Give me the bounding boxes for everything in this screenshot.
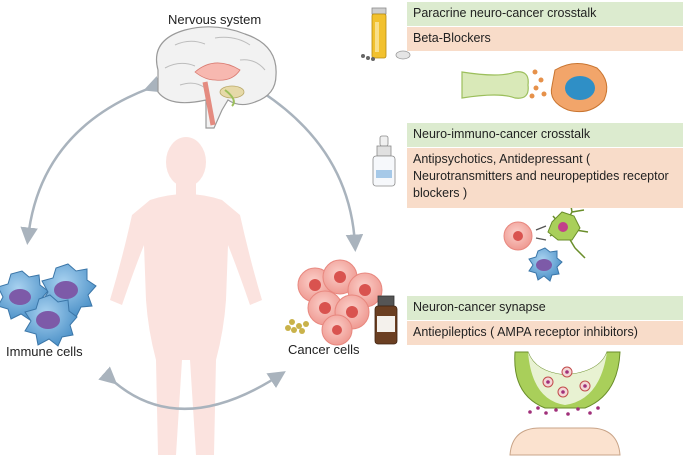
synapse-icon — [509, 351, 621, 456]
brain-icon — [156, 26, 277, 129]
mechanism-paracrine: Paracrine neuro-cancer crosstalk — [407, 2, 683, 26]
neuro-immune-immune-cell-icon — [528, 247, 563, 282]
nervous-system-label: Nervous system — [168, 12, 262, 27]
immune-cells-label: Immune cells — [6, 344, 83, 359]
mechanism-neuron-cancer-synapse: Neuron-cancer synapse — [407, 296, 683, 320]
vesicles-icon — [285, 319, 309, 334]
cancer-cells-icon — [297, 259, 383, 346]
dropper-bottle-icon — [372, 135, 396, 187]
human-silhouette-icon — [110, 137, 262, 455]
drug-beta-blockers: Beta-Blockers — [407, 27, 683, 51]
mechanism-neuro-immuno: Neuro-immuno-cancer crosstalk — [407, 123, 683, 147]
medicine-bottle-icon — [374, 295, 398, 345]
neuro-immune-cancer-cell-icon — [503, 221, 547, 251]
cancer-cells-label: Cancer cells — [288, 342, 360, 357]
drug-antipsychotics: Antipsychotics, Antidepressant ( Neurotr… — [407, 148, 683, 208]
neuron-icon — [547, 199, 589, 259]
cycle-arrows — [20, 76, 364, 410]
immune-cells-icon — [0, 263, 97, 347]
paracrine-crosstalk-icon — [461, 63, 608, 113]
drug-antiepileptics: Antiepileptics ( AMPA receptor inhibitor… — [407, 321, 683, 345]
pill-bottle-icon — [361, 7, 411, 61]
